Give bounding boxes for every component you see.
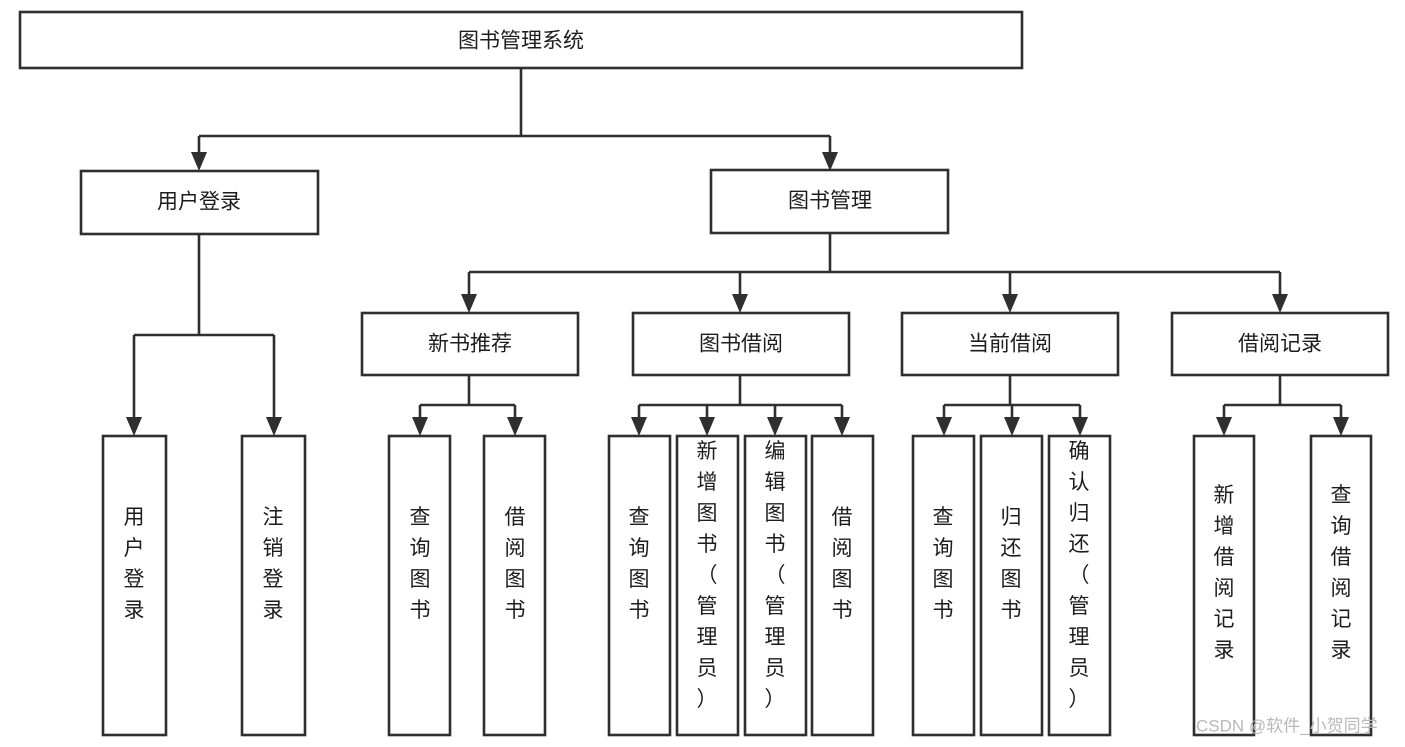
connector-layer xyxy=(126,68,1349,436)
node-book-borrow-box[interactable] xyxy=(631,311,851,377)
node-leaf-edit-book-box[interactable] xyxy=(743,434,808,737)
arrow-head-user-login xyxy=(191,152,207,171)
arrow-head-leaf-query-record xyxy=(1333,417,1349,436)
node-root[interactable]: 图书管理系统 xyxy=(18,10,1024,70)
node-book-borrow[interactable]: 图书借阅 xyxy=(631,311,851,377)
csdn-watermark: CSDN @软件_小贺同学 xyxy=(1196,716,1378,735)
node-user-login[interactable]: 用户登录 xyxy=(79,169,320,236)
node-leaf-borrow-book-2-box[interactable] xyxy=(810,434,875,737)
node-leaf-user-login[interactable]: 用户登录 xyxy=(101,434,168,737)
arrow-head-leaf-add-book xyxy=(699,417,715,436)
node-book-borrow-label: 图书借阅 xyxy=(699,333,783,356)
node-leaf-return-book[interactable]: 归还图书 xyxy=(979,434,1044,737)
arrow-head-leaf-edit-book xyxy=(767,417,783,436)
node-new-book-recommend-box[interactable] xyxy=(360,311,580,377)
node-root-label: 图书管理系统 xyxy=(458,30,584,53)
node-leaf-logout-login-label: 注销登录 xyxy=(263,506,284,622)
node-leaf-query-book-3-box[interactable] xyxy=(911,434,976,737)
arrow-head-leaf-borrow-book-1 xyxy=(507,417,523,436)
arrow-head-book-borrow xyxy=(732,294,748,313)
node-new-book-recommend[interactable]: 新书推荐 xyxy=(360,311,580,377)
node-leaf-query-book-2-label: 查询图书 xyxy=(629,506,650,622)
arrow-head-borrow-record xyxy=(1272,294,1288,313)
node-leaf-logout-login-box[interactable] xyxy=(240,434,307,737)
node-user-login-label: 用户登录 xyxy=(157,191,241,214)
arrow-head-current-borrow xyxy=(1002,294,1018,313)
node-leaf-borrow-book-1-label: 借阅图书 xyxy=(505,506,526,622)
node-current-borrow-box[interactable] xyxy=(900,311,1120,377)
node-leaf-query-record-label: 查询借阅记录 xyxy=(1331,484,1352,662)
node-leaf-add-record[interactable]: 新增借阅记录 xyxy=(1192,434,1256,737)
node-leaf-logout-login[interactable]: 注销登录 xyxy=(240,434,307,737)
node-leaf-add-record-box[interactable] xyxy=(1192,434,1256,737)
arrow-head-leaf-user-login xyxy=(126,417,142,436)
node-current-borrow[interactable]: 当前借阅 xyxy=(900,311,1120,377)
node-leaf-add-book-box[interactable] xyxy=(675,434,740,737)
node-borrow-record-box[interactable] xyxy=(1170,311,1390,377)
arrow-head-leaf-logout-login xyxy=(266,417,282,436)
node-leaf-borrow-book-1[interactable]: 借阅图书 xyxy=(482,434,547,737)
node-leaf-confirm-return-label: 确认归还（管理员） xyxy=(1069,440,1090,711)
node-leaf-borrow-book-1-box[interactable] xyxy=(482,434,547,737)
node-leaf-user-login-label: 用户登录 xyxy=(124,506,145,622)
node-leaf-borrow-book-2-label: 借阅图书 xyxy=(832,506,853,622)
node-leaf-query-book-2-box[interactable] xyxy=(607,434,672,737)
node-leaf-return-book-box[interactable] xyxy=(979,434,1044,737)
node-leaf-query-record-box[interactable] xyxy=(1309,434,1373,737)
node-leaf-add-record-label: 新增借阅记录 xyxy=(1214,484,1235,662)
node-leaf-query-book-1-box[interactable] xyxy=(387,434,452,737)
node-leaf-query-book-2[interactable]: 查询图书 xyxy=(607,434,672,737)
node-leaf-query-record[interactable]: 查询借阅记录 xyxy=(1309,434,1373,737)
node-leaf-confirm-return[interactable]: 确认归还（管理员） xyxy=(1047,434,1112,737)
arrow-head-leaf-add-record xyxy=(1216,417,1232,436)
arrow-head-leaf-query-book-1 xyxy=(412,417,428,436)
node-borrow-record[interactable]: 借阅记录 xyxy=(1170,311,1390,377)
node-book-manage-label: 图书管理 xyxy=(788,190,872,213)
node-book-manage-box[interactable] xyxy=(709,168,950,235)
node-leaf-query-book-3-label: 查询图书 xyxy=(933,506,954,622)
arrow-head-new-book-recommend xyxy=(461,294,477,313)
node-leaf-add-book[interactable]: 新增图书（管理员） xyxy=(675,434,740,737)
node-borrow-record-label: 借阅记录 xyxy=(1238,333,1322,356)
node-user-login-box[interactable] xyxy=(79,169,320,236)
node-leaf-query-book-3[interactable]: 查询图书 xyxy=(911,434,976,737)
arrow-head-leaf-query-book-2 xyxy=(631,417,647,436)
arrow-head-leaf-return-book xyxy=(1004,417,1020,436)
node-new-book-recommend-label: 新书推荐 xyxy=(428,333,512,356)
node-leaf-return-book-label: 归还图书 xyxy=(1001,506,1022,622)
node-current-borrow-label: 当前借阅 xyxy=(968,333,1052,356)
node-leaf-borrow-book-2[interactable]: 借阅图书 xyxy=(810,434,875,737)
node-leaf-edit-book[interactable]: 编辑图书（管理员） xyxy=(743,434,808,737)
node-leaf-confirm-return-box[interactable] xyxy=(1047,434,1112,737)
arrow-head-book-manage xyxy=(822,152,838,171)
node-leaf-query-book-1[interactable]: 查询图书 xyxy=(387,434,452,737)
node-leaf-query-book-1-label: 查询图书 xyxy=(410,506,431,622)
node-leaf-add-book-label: 新增图书（管理员） xyxy=(697,440,718,711)
node-book-manage[interactable]: 图书管理 xyxy=(709,168,950,235)
node-root-box[interactable] xyxy=(18,10,1024,70)
node-leaf-user-login-box[interactable] xyxy=(101,434,168,737)
arrow-head-leaf-borrow-book-2 xyxy=(834,417,850,436)
node-leaf-edit-book-label: 编辑图书（管理员） xyxy=(765,440,786,711)
arrow-head-leaf-query-book-3 xyxy=(936,417,952,436)
arrow-head-leaf-confirm-return xyxy=(1072,417,1088,436)
